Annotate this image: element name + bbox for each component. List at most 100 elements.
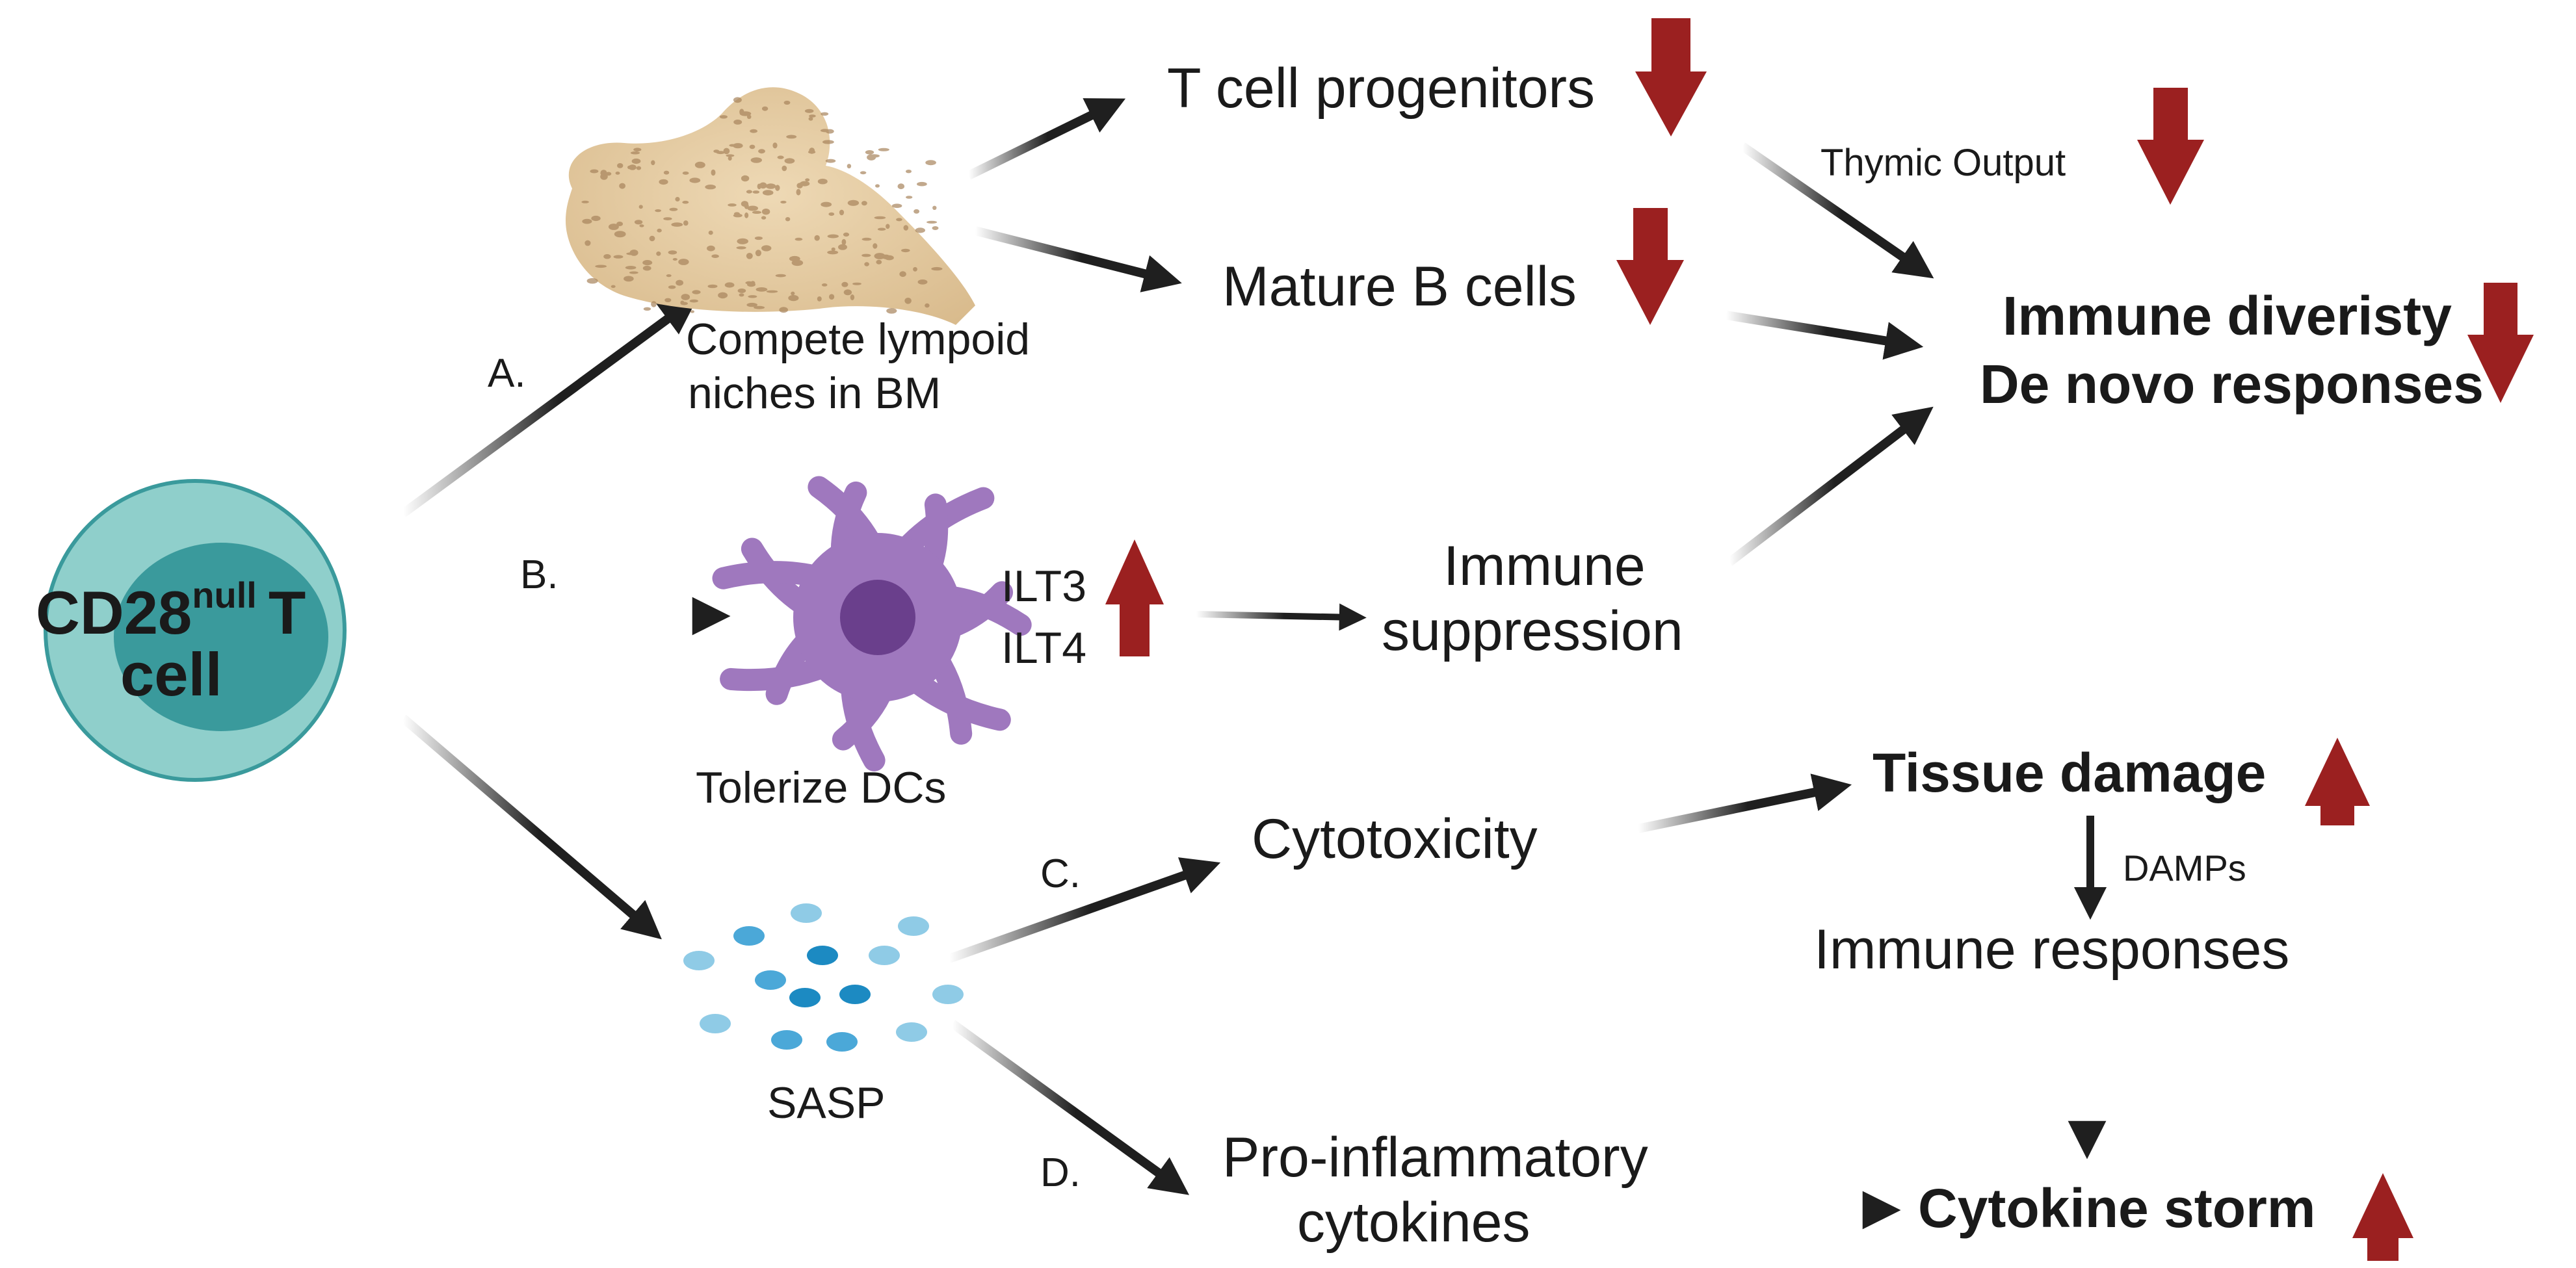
bone-speckle: [877, 227, 886, 231]
bone-speckle: [821, 201, 832, 207]
bone-speckle: [668, 285, 676, 289]
bone-speckle: [829, 294, 835, 300]
bone-speckle: [821, 112, 829, 116]
bone-speckle: [636, 166, 642, 170]
bone-speckle: [629, 271, 638, 274]
bone-speckle: [804, 109, 814, 113]
bone-speckle: [746, 253, 753, 259]
bone-speckle: [689, 299, 698, 303]
bone-speckle: [839, 209, 845, 216]
bone-speckle: [716, 151, 726, 155]
immune-suppression-line1: Immune: [1443, 535, 1646, 597]
sasp-particle: [932, 985, 964, 1004]
bone-speckle: [808, 150, 816, 154]
bone-speckle: [761, 106, 769, 111]
bone-speckle: [766, 290, 778, 293]
bone-speckle: [630, 151, 640, 155]
bone-speckle: [651, 160, 655, 166]
bone-speckle: [600, 170, 607, 176]
bone-speckle: [629, 250, 638, 256]
immune-suppression-line2: suppression: [1382, 600, 1683, 662]
sasp-particle: [733, 926, 765, 946]
bone-speckle: [586, 278, 598, 284]
bone-speckle: [913, 266, 917, 272]
bone-speckle: [814, 235, 820, 241]
progenitors-down-arrow-icon: [1635, 18, 1707, 136]
bone-speckle: [861, 253, 871, 257]
bone-speckle: [718, 292, 728, 299]
bone-speckle: [886, 224, 890, 229]
bone-speckle: [847, 164, 852, 169]
bone-speckle: [668, 250, 677, 255]
bone-speckle: [761, 216, 767, 220]
bone-speckle: [861, 201, 867, 206]
bone-speckle: [678, 259, 689, 265]
bone-speckle: [783, 100, 791, 105]
bone-speckle: [864, 262, 869, 266]
bone-speckle: [747, 205, 758, 211]
bone-speckle: [777, 155, 784, 159]
bone-caption-line1: Compete lympoid: [686, 315, 1030, 364]
bone-speckle: [750, 157, 763, 163]
bone-speckle: [805, 178, 810, 182]
de-novo-responses-label: De novo responses: [1980, 354, 2484, 415]
bone-speckle: [724, 282, 735, 288]
sasp-caption: SASP: [767, 1078, 885, 1128]
ilt3-label: ILT3: [1001, 562, 1086, 611]
tissue-up-arrow-icon: [2305, 738, 2370, 825]
bone-speckle: [692, 290, 701, 294]
bone-speckle: [761, 208, 770, 215]
bone-speckle: [754, 236, 763, 240]
bone-speckle: [581, 200, 589, 203]
branch-c-label: C.: [1040, 851, 1081, 896]
bone-speckle: [917, 279, 928, 285]
bone-speckle: [625, 266, 637, 270]
bone-speckle: [906, 170, 912, 174]
bone-speckle: [728, 203, 737, 207]
bone-speckle: [733, 97, 742, 103]
bone-speckle: [869, 154, 880, 158]
bone-speckle: [817, 296, 822, 302]
bone-speckle: [903, 225, 909, 231]
cytotoxicity-label: Cytotoxicity: [1252, 808, 1538, 870]
immune-diversity-label: Immune diveristy: [2003, 285, 2452, 346]
bone-speckle: [843, 232, 850, 237]
bone-speckle: [878, 148, 889, 151]
bone-speckle: [786, 135, 797, 139]
bone-speckle: [615, 172, 620, 175]
bone-marrow-icon: [566, 87, 975, 326]
arrow-to-sasp: [400, 714, 662, 940]
bone-speckle: [663, 170, 670, 175]
bcells-down-arrow-icon: [1616, 208, 1684, 325]
bone-speckle: [608, 224, 619, 230]
bone-speckle: [795, 237, 803, 241]
sasp-particle: [789, 988, 821, 1007]
bone-speckle: [847, 200, 860, 206]
diversity-down-arrow-icon: [2467, 283, 2534, 403]
bone-speckle: [591, 215, 601, 222]
tissue-damage-label: Tissue damage: [1873, 742, 2266, 803]
bone-speckle: [931, 266, 943, 271]
bone-speckle: [838, 244, 847, 250]
bone-speckle: [707, 245, 715, 252]
bone-speckle: [860, 171, 867, 175]
bone-speckle: [791, 291, 795, 296]
bone-speckle: [708, 230, 713, 235]
proinflammatory-line1: Pro-inflammatory: [1222, 1126, 1648, 1189]
bone-speckle: [761, 245, 772, 252]
bone-speckle: [886, 308, 897, 314]
bone-speckle: [659, 179, 668, 185]
bone-speckle: [666, 274, 672, 278]
bone-speckle: [874, 216, 886, 220]
bone-speckle: [875, 184, 880, 188]
bone-speckle: [690, 310, 694, 313]
arrow-bcells-to-diversity: [1725, 311, 1924, 360]
arrow-cytotoxicity-to-tissue: [1637, 773, 1852, 833]
bone-speckle: [689, 177, 701, 183]
bone-speckle: [925, 160, 936, 166]
bone-speckle: [904, 298, 912, 304]
bone-speckle: [750, 129, 757, 133]
arrow-bone-to-bcells: [974, 226, 1182, 292]
bone-speckle: [585, 240, 591, 246]
thymic-output-label: Thymic Output: [1820, 142, 2066, 184]
